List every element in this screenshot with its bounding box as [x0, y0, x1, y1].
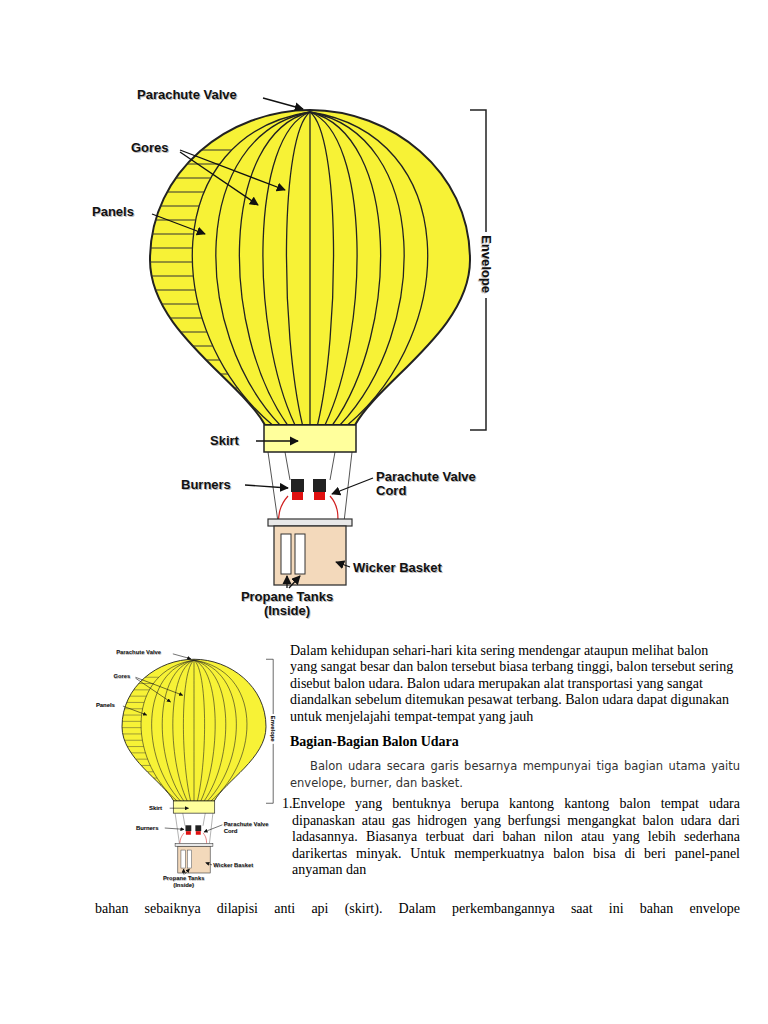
gores-label: Gores — [113, 673, 130, 679]
balloon-illustration — [0, 0, 768, 640]
envelope-label: Envelope — [270, 714, 276, 743]
skirt-label: Skirt — [149, 805, 162, 811]
basket-label: Wicker Basket — [353, 561, 442, 575]
burners-label: Burners — [181, 478, 231, 492]
tanks-label: Propane Tanks (Inside) — [157, 875, 210, 888]
panels-label: Panels — [96, 702, 115, 708]
envelope-paragraph: Envelope yang bentuknya berupa kantong k… — [292, 796, 740, 879]
skirt-label: Skirt — [210, 434, 239, 448]
valve-cord-label: Parachute Valve Cord — [376, 470, 481, 498]
balloon-figure: Parachute ValveGoresPanelsEnvelopeSkirtB… — [0, 0, 768, 640]
gores-label: Gores — [131, 141, 169, 155]
basket-label: Wicker Basket — [213, 862, 253, 868]
valve-label: Parachute Valve — [116, 649, 161, 655]
valve-label: Parachute Valve — [137, 88, 237, 102]
continuation-line: bahan sebaiknya dilapisi anti api (skirt… — [95, 901, 740, 917]
panels-label: Panels — [92, 205, 134, 219]
summary-paragraph: Balon udara secara garis besarnya mempun… — [290, 758, 740, 792]
burners-label: Burners — [136, 825, 158, 831]
intro-paragraph: Dalam kehidupan sehari-hari kita sering … — [290, 643, 735, 725]
tanks-label: Propane Tanks (Inside) — [228, 590, 346, 618]
envelope-label: Envelope — [479, 232, 493, 296]
valve-cord-label: Parachute Valve Cord — [224, 821, 271, 834]
section-heading: Bagian-Bagian Balon Udara — [290, 734, 735, 750]
